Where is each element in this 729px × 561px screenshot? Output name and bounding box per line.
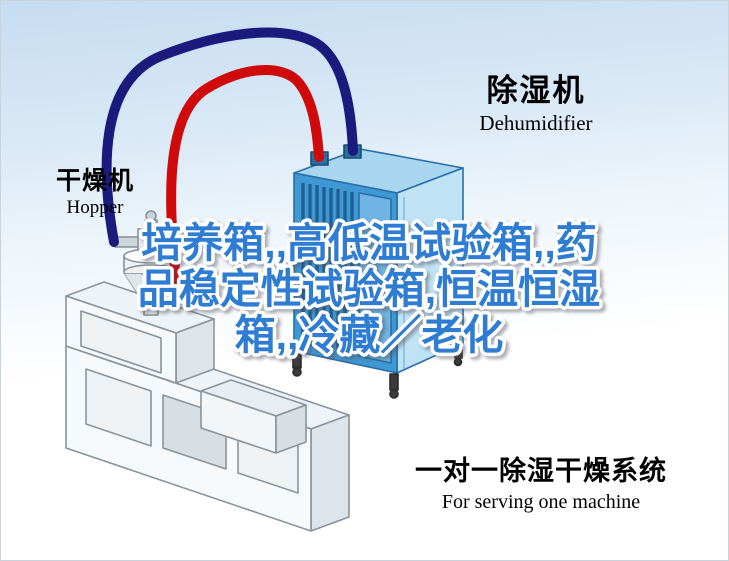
machine-panel (85, 368, 152, 447)
machine-mid-end (275, 404, 307, 454)
watermark-line-3: 箱,,冷藏／老化 (235, 312, 504, 358)
dry-air-pipe-red (166, 65, 324, 284)
hopper-cone-shade (125, 274, 148, 302)
hopper-neck (143, 300, 159, 316)
watermark: 培养箱,,高低温试验箱,,药 品稳定性试验箱,恒温恒湿 箱,,冷藏／老化 (134, 217, 603, 362)
caption: 一对一除湿干燥系统 For serving one machine (391, 457, 691, 513)
watermark-line-1: 培养箱,,高低温试验箱,,药 (141, 220, 597, 266)
hopper-label: 干燥机 Hopper (41, 168, 149, 219)
dehumidifier-label-en: Dehumidifier (479, 110, 593, 135)
pipes (101, 27, 358, 284)
molding-machine-illustration (65, 281, 350, 532)
hopper-label-en: Hopper (66, 197, 124, 219)
caption-subtitle-en: For serving one machine (441, 491, 641, 514)
caption-title-cn: 一对一除湿干燥系统 (415, 456, 667, 486)
dehumidifier-feet (292, 343, 463, 399)
dehumidifier-louvers (301, 183, 354, 355)
dehumidifier-label-cn: 除湿机 (486, 73, 586, 108)
hopper-illustration (114, 210, 180, 316)
dehumidifier-label: 除湿机 Dehumidifier (451, 73, 621, 135)
machine-upper-panel (80, 310, 162, 374)
watermark-line-2: 品稳定性试验箱,恒温恒湿 (138, 266, 600, 312)
hopper-label-cn: 干燥机 (55, 168, 134, 195)
dehumidifier-door-panel (358, 192, 392, 364)
dehumidifier-illustration (292, 144, 464, 399)
return-air-pipe-navy (101, 27, 358, 247)
machine-end-face (310, 414, 350, 532)
